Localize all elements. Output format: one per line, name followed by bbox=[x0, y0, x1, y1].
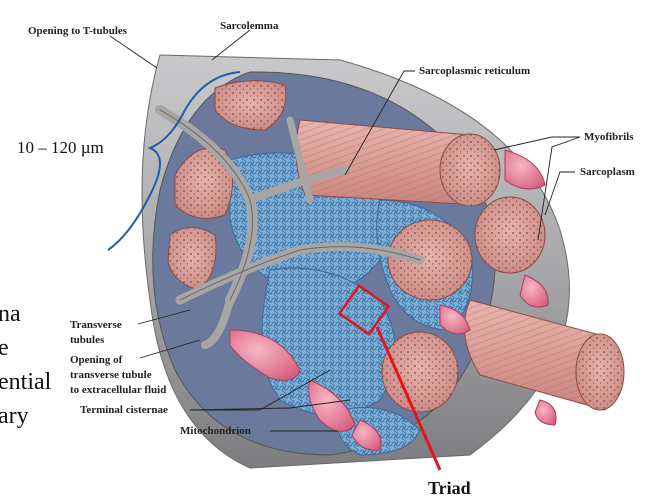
myofibril-protruding-top bbox=[295, 119, 501, 207]
myofibril-cross-sections bbox=[167, 80, 546, 413]
side-text-1: na bbox=[0, 301, 21, 327]
label-sarcoplasmic-reticulum: Sarcoplasmic reticulum bbox=[419, 65, 530, 77]
triad-box bbox=[337, 284, 391, 336]
diameter-brace bbox=[107, 71, 241, 251]
leader-lines bbox=[109, 29, 581, 432]
side-text-2: e bbox=[0, 335, 9, 361]
triad-pointer bbox=[375, 326, 442, 471]
label-transverse-tubules-line2: tubules bbox=[70, 334, 105, 346]
label-triad: Triad bbox=[428, 478, 471, 498]
label-terminal-cisternae: Terminal cisternae bbox=[80, 404, 168, 416]
side-text-3: ential bbox=[0, 369, 52, 395]
label-myofibrils: Myofibrils bbox=[584, 131, 634, 143]
label-sarcolemma: Sarcolemma bbox=[220, 20, 279, 32]
mitochondria bbox=[229, 149, 557, 451]
t-tubule-network bbox=[155, 105, 425, 349]
label-transverse-tubules-line1: Transverse bbox=[70, 319, 122, 331]
label-diameter: 10 – 120 µm bbox=[17, 138, 104, 157]
label-opening-transverse-line1: Opening of bbox=[70, 354, 123, 366]
label-opening-to-t-tubules: Opening to T-tubules bbox=[28, 25, 128, 37]
label-mitochondrion: Mitochondrion bbox=[180, 425, 251, 437]
side-text-4: ary bbox=[0, 403, 29, 429]
label-opening-transverse-line2: transverse tubule bbox=[70, 369, 152, 381]
label-opening-transverse-line3: to extracellular fluid bbox=[70, 384, 166, 396]
label-sarcoplasm: Sarcoplasm bbox=[580, 166, 635, 178]
myofibril-protruding-bottom bbox=[463, 299, 625, 411]
